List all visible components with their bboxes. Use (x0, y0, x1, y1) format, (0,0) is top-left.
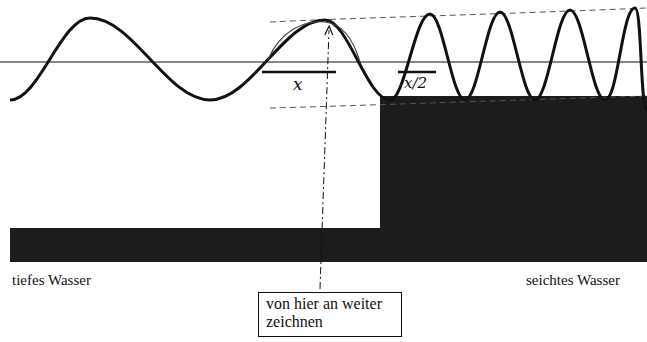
instruction-text: von hier an weiter zeichnen (266, 295, 392, 332)
leader-line (320, 30, 329, 289)
dimension-label: x/2 (404, 74, 427, 92)
shallow-step (380, 96, 647, 262)
wavelength-bar (262, 71, 336, 74)
region-label: seichtes Wasser (526, 272, 620, 289)
region-label: tiefes Wasser (12, 272, 91, 289)
wave-curve (10, 8, 647, 110)
sketch-arc (268, 22, 360, 62)
half-wavelength-bar (398, 71, 436, 74)
dimension-label: x (293, 74, 303, 94)
deep-floor (10, 228, 382, 262)
instruction-box: von hier an weiter zeichnen (258, 292, 402, 337)
